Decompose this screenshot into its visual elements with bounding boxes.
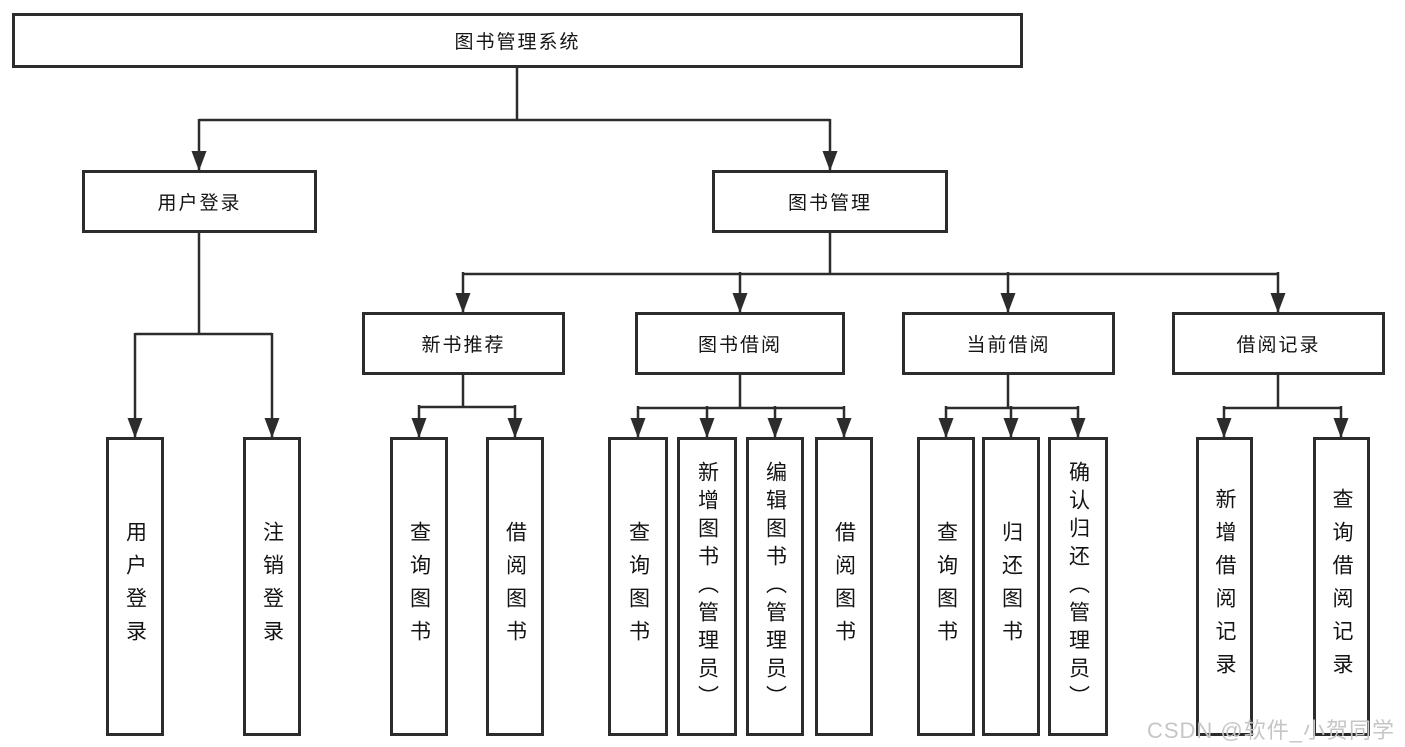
leaf-label: 查询图书 bbox=[934, 520, 958, 653]
leaf-borrow-books: 借阅图书 bbox=[815, 437, 873, 736]
leaf-query-books: 查询图书 bbox=[390, 437, 448, 736]
leaf-borrow-books: 借阅图书 bbox=[486, 437, 544, 736]
leaf-user-login: 用户登录 bbox=[106, 437, 164, 736]
node-book-borrow: 图书借阅 bbox=[635, 312, 845, 375]
leaf-confirm-return-admin: 确认归还（管理员） bbox=[1048, 437, 1108, 736]
leaf-return-books: 归还图书 bbox=[982, 437, 1040, 736]
leaf-query-borrow-record: 查询借阅记录 bbox=[1313, 437, 1370, 736]
leaf-add-borrow-record: 新增借阅记录 bbox=[1196, 437, 1253, 736]
node-root-system: 图书管理系统 bbox=[12, 13, 1023, 68]
leaf-label: 归还图书 bbox=[999, 520, 1023, 653]
leaf-label: 新增图书（管理员） bbox=[695, 460, 719, 713]
leaf-edit-books-admin: 编辑图书（管理员） bbox=[746, 437, 804, 736]
node-current-borrow: 当前借阅 bbox=[902, 312, 1115, 375]
leaf-label: 新增借阅记录 bbox=[1213, 487, 1236, 686]
node-borrow-records: 借阅记录 bbox=[1172, 312, 1385, 375]
leaf-query-books: 查询图书 bbox=[608, 437, 668, 736]
leaf-label: 查询图书 bbox=[407, 520, 431, 653]
leaf-label: 借阅图书 bbox=[503, 520, 527, 653]
leaf-label: 确认归还（管理员） bbox=[1066, 460, 1090, 713]
node-new-book-recommend: 新书推荐 bbox=[362, 312, 565, 375]
leaf-label: 借阅图书 bbox=[832, 520, 856, 653]
leaf-label: 查询图书 bbox=[626, 520, 650, 653]
leaf-label: 编辑图书（管理员） bbox=[763, 460, 787, 713]
leaf-label: 用户登录 bbox=[123, 520, 147, 653]
leaf-label: 注销登录 bbox=[260, 520, 284, 653]
leaf-add-books-admin: 新增图书（管理员） bbox=[677, 437, 737, 736]
leaf-label: 查询借阅记录 bbox=[1330, 487, 1353, 686]
node-book-management: 图书管理 bbox=[712, 170, 948, 233]
leaf-logout: 注销登录 bbox=[243, 437, 301, 736]
csdn-watermark: CSDN @软件_小贺同学 bbox=[1146, 718, 1395, 743]
leaf-query-books: 查询图书 bbox=[917, 437, 975, 736]
node-user-login: 用户登录 bbox=[82, 170, 317, 233]
